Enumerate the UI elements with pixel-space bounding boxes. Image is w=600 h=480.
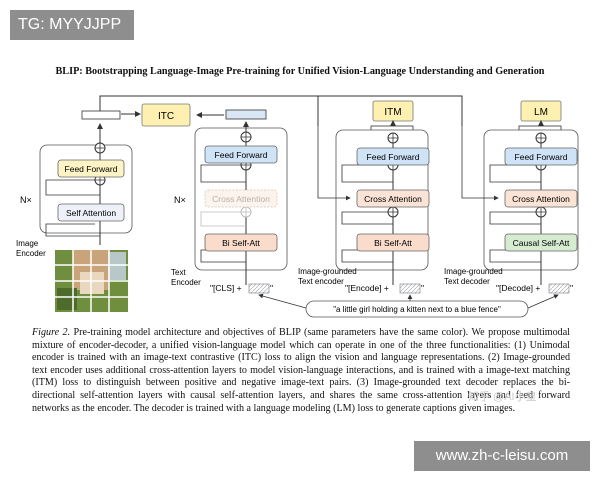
input-image-patches — [55, 250, 128, 312]
repeat-label: N× — [20, 195, 32, 205]
svg-text:": " — [270, 283, 273, 293]
grounded-encoder-label: Text encoder — [298, 277, 344, 286]
text-encoder-label: Text — [171, 268, 186, 277]
feed-forward-label: Feed Forward — [215, 150, 268, 160]
cls-token-label: "[CLS] + — [210, 283, 242, 293]
cross-attention-label: Cross Attention — [512, 194, 570, 204]
feed-forward-box — [204, 145, 278, 164]
text-token-placeholder — [399, 283, 421, 294]
feed-forward-label: Feed Forward — [65, 164, 118, 174]
feed-forward-box — [356, 147, 430, 166]
site-url-badge: www.zh-c-leisu.com — [414, 441, 590, 471]
self-attention-label: Self Attention — [66, 208, 116, 218]
image-embedding-bar — [81, 110, 121, 120]
cross-attention-label: Cross Attention — [212, 194, 270, 204]
image-grounded-text-decoder: Feed Forward Cross Attention Causal Self… — [444, 120, 579, 294]
feed-forward-box — [57, 159, 125, 178]
repeat-label: N× — [174, 195, 186, 205]
caption-text-box — [305, 300, 529, 318]
caption-body: Pre-training model architecture and obje… — [32, 327, 570, 414]
causal-self-att-label: Causal Self-Att — [513, 238, 570, 248]
image-encoder-label: Encoder — [16, 249, 46, 258]
cross-attention-box-inactive — [204, 189, 278, 208]
itm-label: ITM — [384, 107, 401, 118]
grounded-decoder-label: Image-grounded — [444, 267, 503, 276]
text-encoder: Feed Forward Cross Attention Bi Self-Att… — [171, 109, 288, 294]
image-encoder: Feed Forward Self Attention N× Image Enc… — [16, 110, 133, 312]
zhihu-watermark: 知乎 @AI小皇 — [468, 391, 537, 403]
feed-forward-box — [504, 147, 578, 166]
svg-text:": " — [421, 283, 424, 293]
cross-attention-label: Cross Attention — [364, 194, 422, 204]
image-encoder-label: Image — [16, 239, 39, 248]
caption-text: "a little girl holding a kitten next to … — [333, 305, 501, 314]
decode-token-label: "[Decode] + — [496, 283, 540, 293]
channel-badge: TG: MYYJJPP — [10, 10, 134, 40]
cross-attention-box — [356, 189, 430, 208]
bi-self-att-box — [356, 233, 430, 252]
text-token-placeholder — [248, 283, 270, 294]
feed-forward-label: Feed Forward — [367, 152, 420, 162]
caption-label: Figure 2. — [32, 327, 71, 338]
paper-title: BLIP: Bootstrapping Language-Image Pre-t… — [55, 66, 545, 77]
bi-self-att-box — [204, 233, 278, 252]
bi-self-att-label: Bi Self-Att — [222, 238, 260, 248]
itc-objective-box — [141, 103, 191, 127]
causal-self-att-box — [504, 233, 578, 252]
grounded-encoder-label: Image-grounded — [298, 267, 357, 276]
figure-caption: Figure 2. Pre-training model architectur… — [32, 327, 570, 415]
text-embedding-bar — [225, 109, 267, 120]
itc-label: ITC — [158, 111, 174, 122]
self-attention-box — [57, 203, 125, 222]
image-grounded-text-encoder: Feed Forward Cross Attention Bi Self-Att… — [298, 120, 430, 294]
svg-text:": " — [570, 283, 573, 293]
grounded-decoder-label: Text decoder — [444, 277, 490, 286]
lm-label: LM — [534, 107, 548, 118]
encode-token-label: "[Encode] + — [345, 283, 389, 293]
text-token-placeholder — [548, 283, 570, 294]
architecture-diagram: Feed Forward Self Attention N× Image Enc… — [16, 95, 579, 318]
caption-input: "a little girl holding a kitten next to … — [258, 293, 559, 318]
connection-lines — [99, 95, 463, 126]
bi-self-att-label: Bi Self-Att — [374, 238, 412, 248]
feed-forward-label: Feed Forward — [515, 152, 568, 162]
cross-attention-box — [504, 189, 578, 208]
text-encoder-label: Encoder — [171, 278, 201, 287]
